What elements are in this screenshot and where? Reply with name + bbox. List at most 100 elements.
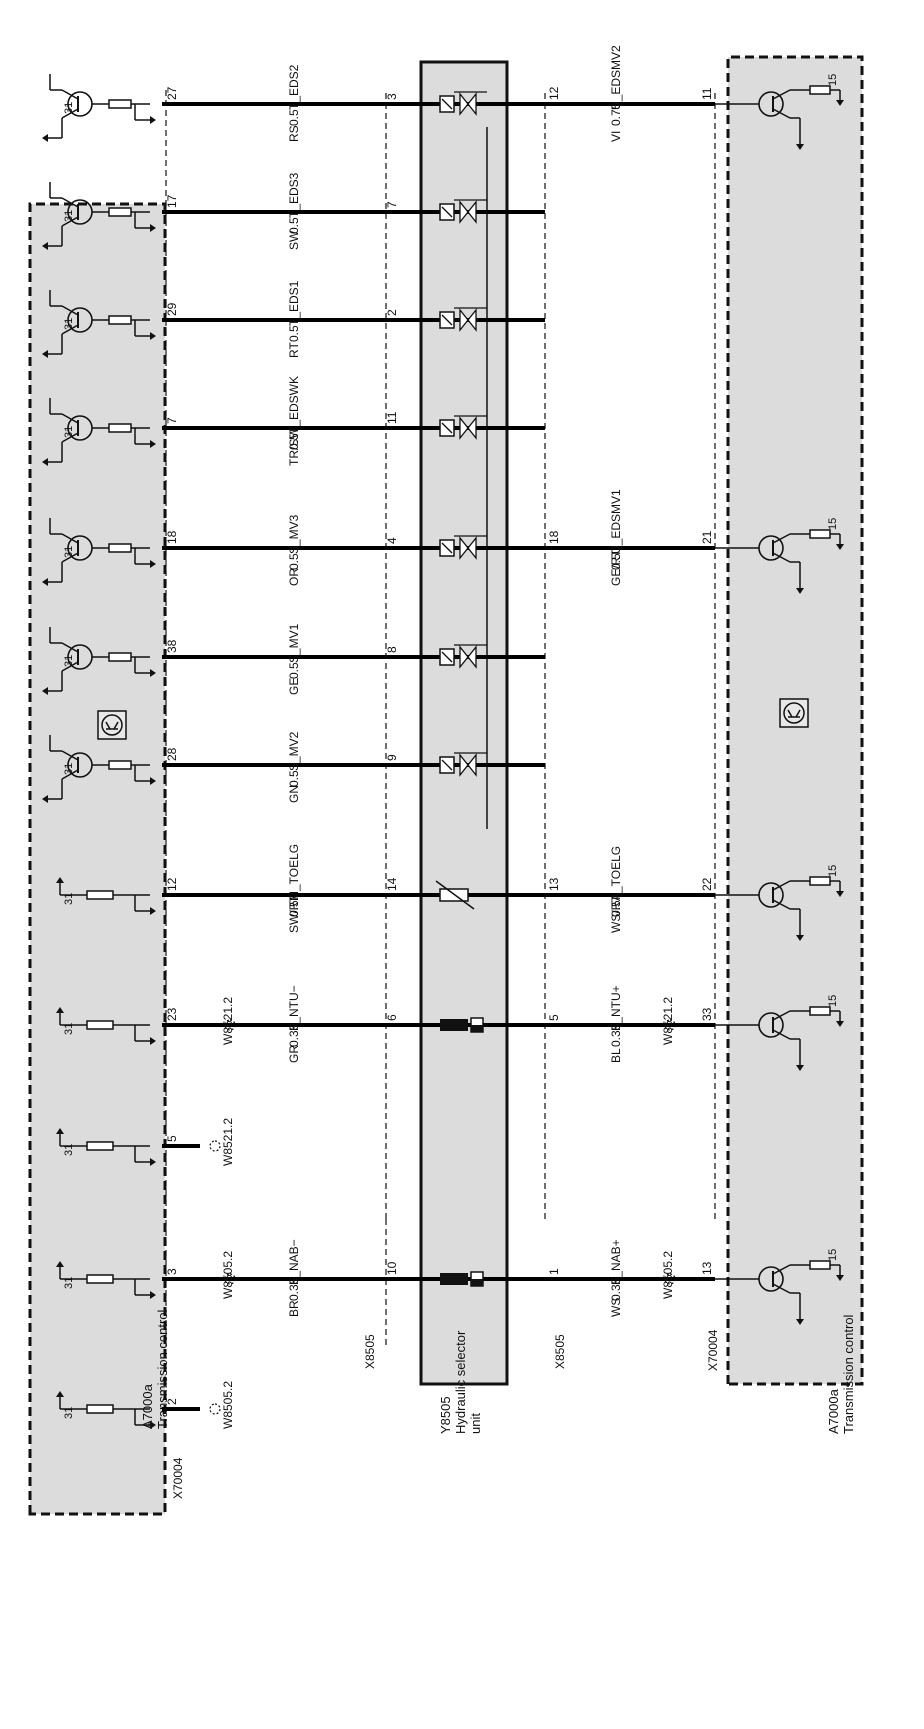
center-pin-label: 4 bbox=[385, 537, 399, 544]
color-left-label: BR bbox=[287, 1300, 301, 1317]
signal-left-label: M_TOELG bbox=[287, 844, 301, 901]
ground-label: 31 bbox=[63, 210, 75, 222]
signal-left-label: S_MV2 bbox=[287, 731, 301, 771]
color-right-label: VI bbox=[609, 131, 623, 142]
center-pin-label: 9 bbox=[385, 754, 399, 761]
ground-label: 31 bbox=[63, 318, 75, 330]
size-left-label: 0.5 bbox=[287, 217, 301, 234]
center-pin-label: 6 bbox=[385, 1014, 399, 1021]
supply-label: 15 bbox=[827, 74, 839, 86]
signal-left-label: T_EDS2 bbox=[287, 64, 301, 110]
size-right-label: 0.5 bbox=[609, 900, 623, 917]
left-module-code: A7000a bbox=[140, 1383, 155, 1429]
ground-label: 31 bbox=[63, 1023, 75, 1035]
center-module-name-1: Hydraulic selector bbox=[453, 1330, 468, 1434]
center-pin-label: 10 bbox=[385, 1261, 399, 1275]
center-pin-label: 3 bbox=[385, 93, 399, 100]
signal-right-label: F_NTU+ bbox=[609, 985, 623, 1031]
right-far-pin-label: 33 bbox=[700, 1007, 714, 1021]
ground-label: 31 bbox=[63, 1277, 75, 1289]
ground-label: 31 bbox=[63, 655, 75, 667]
right-far-pin-label: 13 bbox=[700, 1261, 714, 1275]
right-connector-boundary bbox=[544, 90, 716, 1219]
signal-left-label: S_MV3 bbox=[287, 514, 301, 554]
center-pin-label: 2 bbox=[385, 309, 399, 316]
ground-label: 31 bbox=[63, 546, 75, 558]
size-left-label: 0.5 bbox=[287, 662, 301, 679]
size-right-label: 0.35 bbox=[609, 1277, 623, 1301]
signal-right-label: F_NAB+ bbox=[609, 1239, 623, 1285]
right-pin-label: 12 bbox=[547, 86, 561, 100]
splice-right-label: W8505.2 bbox=[661, 1251, 675, 1299]
splice-left-label: W8505.2 bbox=[221, 1381, 235, 1429]
right-module-hall-symbol bbox=[779, 698, 809, 728]
right-pin-label: 5 bbox=[547, 1014, 561, 1021]
color-left-label: RT bbox=[287, 342, 301, 358]
signal-right-label: U_EDSMV2 bbox=[609, 45, 623, 110]
size-left-label: 0.35 bbox=[287, 1277, 301, 1301]
center-module-name-2: unit bbox=[468, 1413, 483, 1434]
center-pin-label: 8 bbox=[385, 646, 399, 653]
right-module-code: A7000a bbox=[826, 1388, 841, 1434]
left-pin-label: 29 bbox=[165, 302, 179, 316]
left-pin-label: 12 bbox=[165, 877, 179, 891]
left-pin-label: 28 bbox=[165, 747, 179, 761]
color-left-label: SW/RT bbox=[287, 894, 301, 933]
splice-right-label: W8521.2 bbox=[661, 997, 675, 1045]
right-pin-label: 18 bbox=[547, 530, 561, 544]
center-connector-right-label: X8505 bbox=[553, 1334, 567, 1369]
left-pin-label: 3 bbox=[165, 1268, 179, 1275]
size-left-label: 0.5 bbox=[287, 553, 301, 570]
supply-label: 15 bbox=[827, 995, 839, 1007]
signal-left-label: T_EDS3 bbox=[287, 172, 301, 218]
signal-left-label: F_NTU− bbox=[287, 985, 301, 1031]
right-far-pin-label: 11 bbox=[700, 87, 714, 100]
left-pin-label: 38 bbox=[165, 639, 179, 653]
size-right-label: 0.35 bbox=[609, 1023, 623, 1047]
right-far-pin-label: 21 bbox=[700, 530, 714, 544]
left-pin-label: 7 bbox=[165, 417, 179, 424]
center-module-box bbox=[419, 60, 509, 1386]
signal-left-label: S_MV1 bbox=[287, 623, 301, 663]
color-right-label: WS/RT bbox=[609, 894, 623, 933]
right-pin-label: 13 bbox=[547, 877, 561, 891]
splice-left-label: W8505.2 bbox=[221, 1251, 235, 1299]
color-left-label: TR/SW bbox=[287, 427, 301, 466]
signal-right-label: A_TOELG bbox=[609, 846, 623, 901]
size-right-label: 0.75 bbox=[609, 102, 623, 126]
color-right-label: WS bbox=[609, 1298, 623, 1317]
left-pin-label: 27 bbox=[165, 86, 179, 100]
color-left-label: SW bbox=[287, 230, 301, 250]
ground-label: 31 bbox=[63, 763, 75, 775]
size-left-label: 0.5 bbox=[287, 770, 301, 787]
left-connector-boundary bbox=[165, 90, 387, 1346]
splice-left-label: W8521.2 bbox=[221, 997, 235, 1045]
size-right-label: 0.5 bbox=[609, 553, 623, 570]
color-right-label: BL bbox=[609, 1048, 623, 1063]
size-left-label: 0.5 bbox=[287, 109, 301, 126]
ground-label: 31 bbox=[63, 893, 75, 905]
center-pin-label: 7 bbox=[385, 201, 399, 208]
left-module-box bbox=[28, 202, 167, 1516]
ground-label: 31 bbox=[63, 102, 75, 114]
color-left-label: GR bbox=[287, 1045, 301, 1063]
right-far-pin-label: 22 bbox=[700, 877, 714, 891]
ground-label: 31 bbox=[63, 1407, 75, 1419]
signal-left-label: T_EDSWK bbox=[287, 376, 301, 434]
left-pin-label: 23 bbox=[165, 1007, 179, 1021]
signal-right-label: U_EDSMV1 bbox=[609, 489, 623, 554]
size-left-label: 0.35 bbox=[287, 1023, 301, 1047]
center-connector-left-label: X8505 bbox=[363, 1334, 377, 1369]
left-module-hall-symbol bbox=[97, 710, 127, 740]
left-pin-label: 17 bbox=[165, 194, 179, 208]
